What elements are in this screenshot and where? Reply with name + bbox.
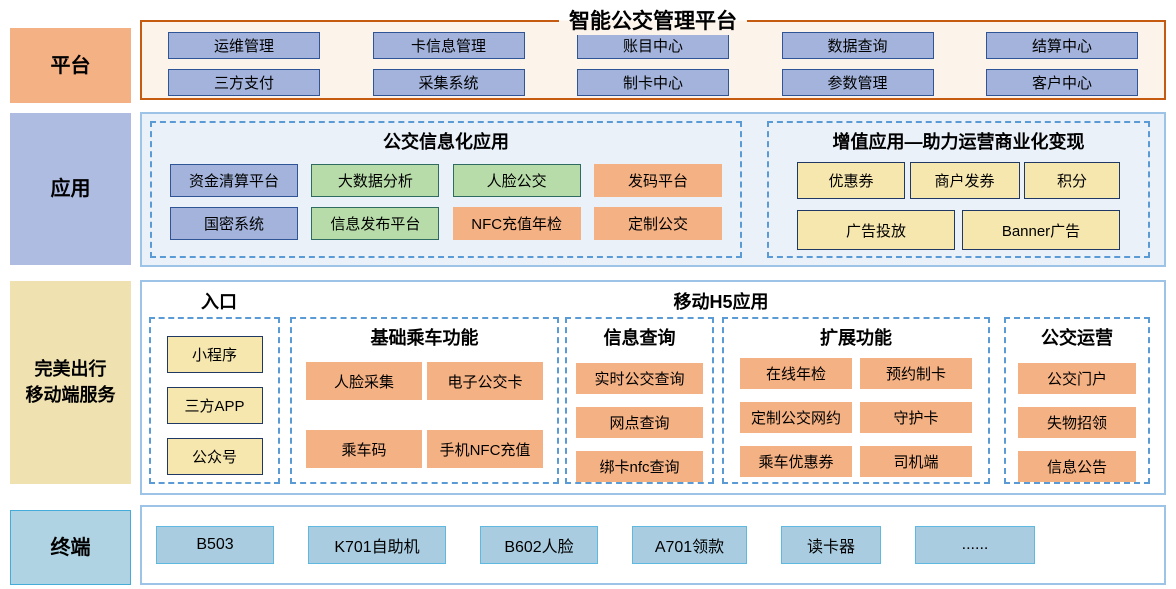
terminal-row-label: 终端 bbox=[10, 510, 131, 585]
value-added-group-title: 增值应用—助力运营商业化变现 bbox=[832, 132, 1085, 152]
h5-module-chip: 失物招领 bbox=[1018, 407, 1136, 438]
informatization-row-1: 资金清算平台 大数据分析 人脸公交 发码平台 bbox=[152, 164, 740, 197]
terminal-device-chip: 读卡器 bbox=[781, 526, 881, 564]
value-added-module-chip: 广告投放 bbox=[797, 210, 955, 250]
terminal-device-chip: ...... bbox=[915, 526, 1035, 564]
entry-module-chip: 公众号 bbox=[166, 438, 263, 475]
h5-module-chip: 电子公交卡 bbox=[427, 362, 543, 400]
h5-module-chip: 定制公交网约 bbox=[740, 402, 852, 433]
info-query-group-title: 信息查询 bbox=[603, 328, 676, 348]
platform-module-chip: 参数管理 bbox=[781, 69, 934, 96]
h5-module-chip: 手机NFC充值 bbox=[427, 430, 543, 468]
value-added-group: 增值应用—助力运营商业化变现 优惠券 商户发券 积分 广告投放 Banner广告 bbox=[767, 121, 1150, 258]
h5-module-chip: 守护卡 bbox=[860, 402, 972, 433]
application-module-chip: 人脸公交 bbox=[452, 164, 581, 197]
platform-row-label-text: 平台 bbox=[50, 54, 91, 77]
value-added-row-2: 广告投放 Banner广告 bbox=[769, 210, 1148, 250]
platform-module-chip: 三方支付 bbox=[168, 69, 320, 96]
basic-ride-row-1: 人脸采集 电子公交卡 bbox=[292, 362, 557, 400]
application-row-label: 应用 bbox=[10, 113, 131, 265]
entry-group: 小程序 三方APP 公众号 bbox=[149, 317, 280, 484]
application-panel: 公交信息化应用 资金清算平台 大数据分析 人脸公交 发码平台 国密系统 信息发布… bbox=[140, 112, 1166, 267]
extended-row-2: 定制公交网约 守护卡 bbox=[724, 402, 988, 433]
h5-module-chip: 乘车码 bbox=[306, 430, 422, 468]
basic-ride-row-2: 乘车码 手机NFC充值 bbox=[292, 430, 557, 468]
mobile-service-panel: 入口 移动H5应用 小程序 三方APP 公众号 基础乘车功能 人脸采集 电子公交… bbox=[140, 280, 1166, 495]
terminal-device-chip: A701领款 bbox=[632, 526, 747, 564]
h5-module-chip: 在线年检 bbox=[740, 358, 852, 389]
entry-module-chip: 三方APP bbox=[166, 387, 263, 424]
platform-module-chip: 卡信息管理 bbox=[372, 32, 525, 59]
bus-informatization-group: 公交信息化应用 资金清算平台 大数据分析 人脸公交 发码平台 国密系统 信息发布… bbox=[150, 121, 742, 258]
platform-panel: 智能公交管理平台 运维管理 卡信息管理 账目中心 数据查询 结算中心 三方支付 … bbox=[140, 8, 1166, 100]
application-module-chip: NFC充值年检 bbox=[452, 207, 581, 240]
platform-module-chip: 账目中心 bbox=[577, 32, 729, 59]
bus-operations-group-title: 公交运营 bbox=[1041, 328, 1113, 348]
mobile-service-row-label: 完美出行 移动端服务 bbox=[10, 281, 131, 484]
basic-ride-group: 基础乘车功能 人脸采集 电子公交卡 乘车码 手机NFC充值 bbox=[290, 317, 559, 484]
terminal-device-chip: B503 bbox=[156, 526, 274, 564]
bus-informatization-group-title: 公交信息化应用 bbox=[383, 132, 509, 152]
value-added-module-chip: Banner广告 bbox=[962, 210, 1120, 250]
terminal-panel: B503 K701自助机 B602人脸 A701领款 读卡器 ...... bbox=[140, 505, 1166, 585]
platform-module-chip: 数据查询 bbox=[781, 32, 934, 59]
h5-module-chip: 实时公交查询 bbox=[576, 363, 703, 394]
application-module-chip: 定制公交 bbox=[593, 207, 722, 240]
value-added-row-1: 优惠券 商户发券 积分 bbox=[769, 162, 1148, 199]
terminal-row-label-text: 终端 bbox=[50, 536, 91, 559]
h5-module-chip: 公交门户 bbox=[1018, 363, 1136, 394]
mobile-service-row-label-line1: 完美出行 bbox=[34, 359, 107, 380]
value-added-module-chip: 优惠券 bbox=[797, 162, 905, 199]
h5-module-chip: 网点查询 bbox=[576, 407, 703, 438]
value-added-module-chip: 积分 bbox=[1024, 162, 1120, 199]
mobile-h5-title: 移动H5应用 bbox=[673, 292, 769, 312]
platform-module-chip: 采集系统 bbox=[372, 69, 525, 96]
extended-functions-group: 扩展功能 在线年检 预约制卡 定制公交网约 守护卡 乘车优惠券 司机端 bbox=[722, 317, 990, 484]
mobile-service-row-label-line2: 移动端服务 bbox=[25, 384, 116, 405]
application-row-label-text: 应用 bbox=[50, 178, 91, 200]
platform-modules-row-2: 三方支付 采集系统 制卡中心 参数管理 客户中心 bbox=[142, 69, 1164, 96]
application-module-chip: 信息发布平台 bbox=[311, 207, 440, 240]
diagram-title: 智能公交管理平台 bbox=[559, 8, 747, 35]
h5-module-chip: 司机端 bbox=[860, 446, 972, 477]
h5-module-chip: 乘车优惠券 bbox=[740, 446, 852, 477]
platform-modules-row-1: 运维管理 卡信息管理 账目中心 数据查询 结算中心 bbox=[142, 32, 1164, 59]
h5-module-chip: 绑卡nfc查询 bbox=[576, 451, 703, 482]
application-module-chip: 资金清算平台 bbox=[170, 164, 298, 197]
platform-module-chip: 结算中心 bbox=[986, 32, 1138, 59]
platform-module-chip: 运维管理 bbox=[168, 32, 320, 59]
extended-row-3: 乘车优惠券 司机端 bbox=[724, 446, 988, 477]
basic-ride-group-title: 基础乘车功能 bbox=[370, 328, 479, 348]
h5-module-chip: 预约制卡 bbox=[860, 358, 972, 389]
platform-row-label: 平台 bbox=[10, 28, 131, 103]
value-added-module-chip: 商户发券 bbox=[909, 162, 1020, 199]
platform-module-chip: 制卡中心 bbox=[577, 69, 729, 96]
bus-operations-group: 公交运营 公交门户 失物招领 信息公告 bbox=[1004, 317, 1150, 484]
application-module-chip: 国密系统 bbox=[170, 207, 298, 240]
extended-functions-group-title: 扩展功能 bbox=[820, 328, 892, 348]
application-module-chip: 发码平台 bbox=[593, 164, 722, 197]
terminal-device-chip: B602人脸 bbox=[480, 526, 598, 564]
platform-module-chip: 客户中心 bbox=[986, 69, 1138, 96]
info-query-group: 信息查询 实时公交查询 网点查询 绑卡nfc查询 bbox=[565, 317, 714, 484]
terminal-device-chip: K701自助机 bbox=[308, 526, 446, 564]
application-module-chip: 大数据分析 bbox=[311, 164, 440, 197]
entry-group-title: 入口 bbox=[201, 292, 237, 312]
h5-module-chip: 人脸采集 bbox=[306, 362, 422, 400]
h5-module-chip: 信息公告 bbox=[1018, 451, 1136, 482]
extended-row-1: 在线年检 预约制卡 bbox=[724, 358, 988, 389]
entry-module-chip: 小程序 bbox=[166, 336, 263, 373]
informatization-row-2: 国密系统 信息发布平台 NFC充值年检 定制公交 bbox=[152, 207, 740, 240]
